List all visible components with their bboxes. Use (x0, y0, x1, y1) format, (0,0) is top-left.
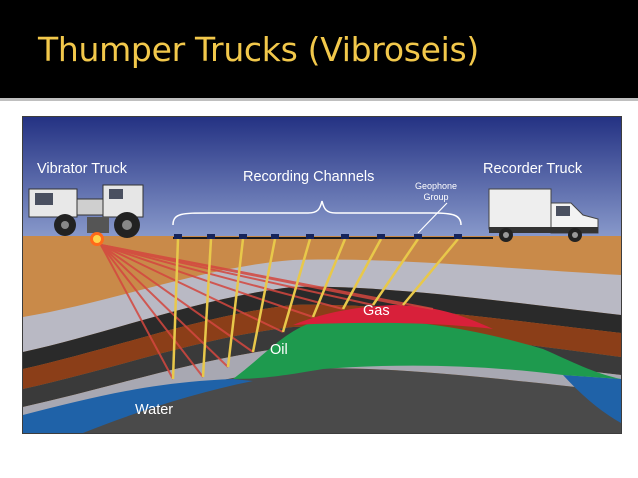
recorder-truck-label: Recorder Truck (483, 161, 583, 177)
slide-title: Thumper Trucks (Vibroseis) (38, 30, 479, 69)
seismic-diagram: Vibrator Truck Recording Channels Geopho… (22, 116, 622, 434)
recording-channels-label: Recording Channels (243, 169, 375, 185)
geophone-group-label: Geophone Group (414, 181, 458, 202)
title-bar: Thumper Trucks (Vibroseis) (0, 0, 638, 98)
water-label: Water (135, 402, 174, 418)
water-zone (23, 379, 253, 433)
gas-label: Gas (363, 303, 390, 319)
rock-layer-dark-3 (23, 368, 621, 433)
recorder-truck-icon (488, 188, 599, 242)
geophone-group-pointer (417, 202, 448, 234)
water-zone-right (563, 375, 621, 423)
oil-zone (233, 319, 621, 379)
oil-label: Oil (270, 342, 288, 358)
rock-layer-grey-top (23, 259, 621, 352)
title-divider (0, 98, 638, 101)
geophones (174, 234, 462, 239)
seismic-cross-section (23, 117, 621, 433)
rock-layer-dark-1 (23, 286, 621, 369)
reflected-rays (171, 238, 459, 380)
recording-channels-brace (172, 200, 462, 226)
vibrator-truck-icon (28, 184, 144, 246)
vibrator-truck-label: Vibrator Truck (37, 161, 127, 177)
gas-zone (293, 305, 493, 329)
